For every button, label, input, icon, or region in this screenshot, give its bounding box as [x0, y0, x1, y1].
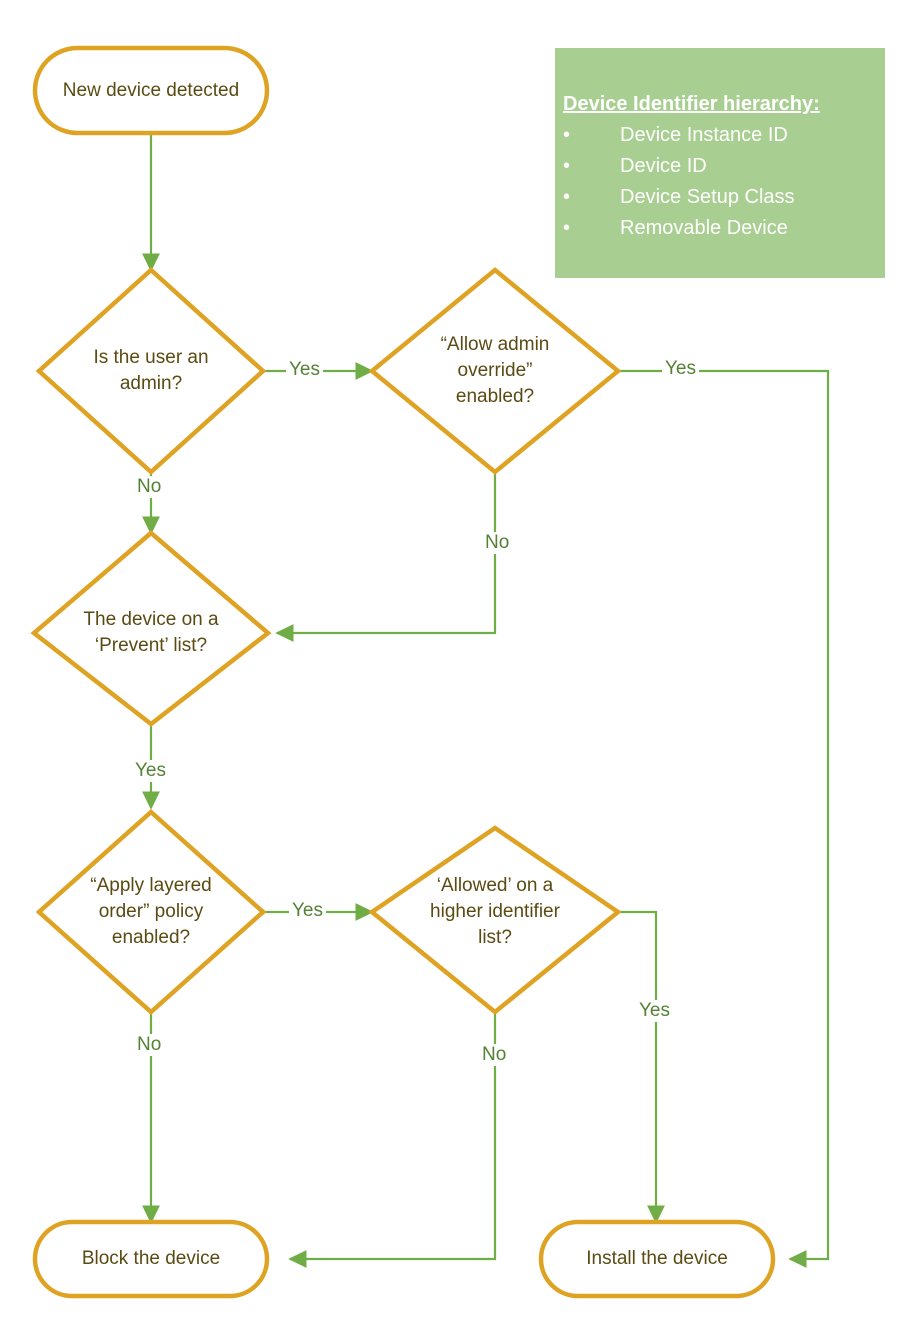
node-prevent-list-shape[interactable] [30, 530, 272, 727]
node-is-admin-shape[interactable] [35, 266, 267, 476]
legend-item: Device Setup Class [563, 182, 885, 213]
node-layer [30, 45, 776, 1299]
legend-item: Device ID [563, 151, 885, 182]
node-allow-admin-override-shape[interactable] [368, 267, 622, 475]
edge-override-yes [618, 369, 830, 1269]
edge-label-is-admin-yes: Yes [286, 359, 323, 381]
legend-item: Removable Device [563, 213, 885, 244]
edge-label-prevent-yes: Yes [132, 760, 169, 782]
node-install-shape[interactable] [538, 1219, 776, 1299]
edge-label-override-yes: Yes [662, 358, 699, 380]
edge-label-layered-yes: Yes [289, 900, 326, 922]
legend-box: Device Identifier hierarchy: Device Inst… [555, 48, 885, 278]
node-allowed-higher-shape[interactable] [368, 825, 622, 1015]
edge-allowed-no [288, 1012, 497, 1269]
node-start-shape[interactable] [32, 45, 270, 136]
edge-layer [141, 133, 830, 1269]
edge-allowed-yes [618, 910, 666, 1224]
node-layered-order-shape[interactable] [35, 808, 267, 1016]
edge-label-override-no: No [482, 532, 513, 554]
edge-label-is-admin-no: No [134, 476, 165, 498]
legend-title: Device Identifier hierarchy: [563, 93, 820, 115]
edge-label-layered-no: No [134, 1034, 165, 1056]
edge-label-allowed-no: No [479, 1044, 510, 1066]
legend-item: Device Instance ID [563, 120, 885, 151]
legend-list: Device Instance ID Device ID Device Setu… [555, 120, 885, 244]
edge-override-no [275, 472, 497, 643]
node-block-shape[interactable] [32, 1219, 270, 1299]
edge-label-allowed-yes: Yes [636, 1000, 673, 1022]
